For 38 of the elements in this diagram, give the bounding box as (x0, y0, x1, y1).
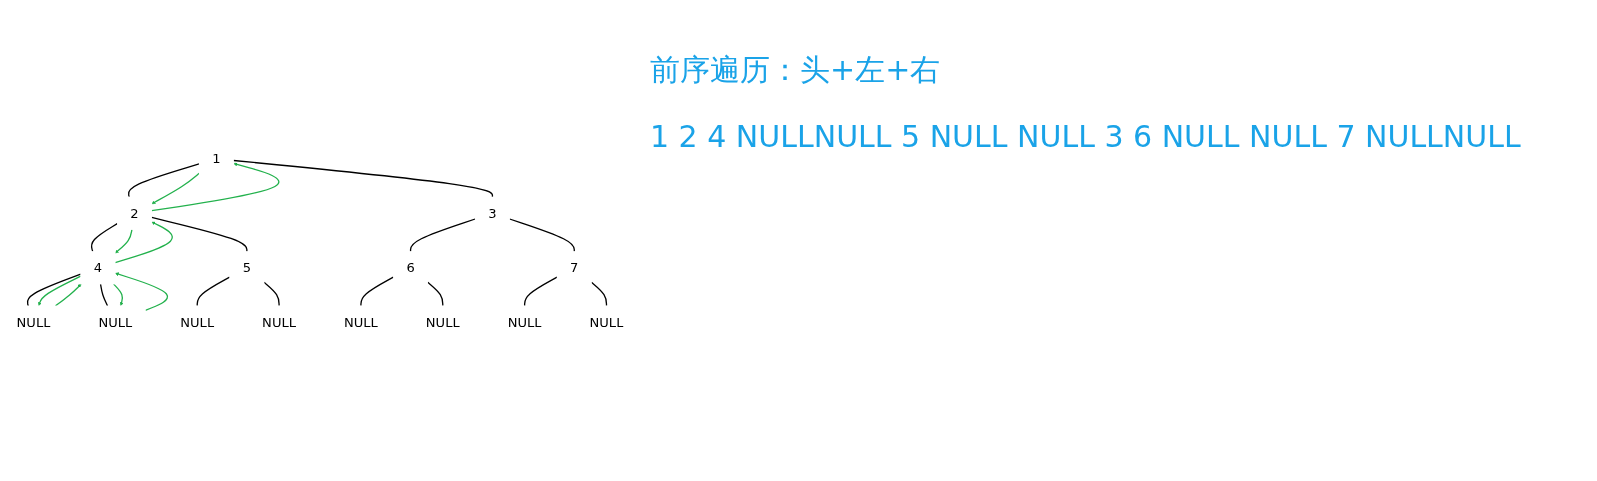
arrow (151, 172, 200, 204)
arrow (151, 162, 280, 212)
node-text: NULL (507, 314, 542, 330)
connector (151, 216, 248, 253)
arrow (115, 272, 169, 311)
connector (409, 218, 476, 253)
note-text: 1 2 4 NULLNULL 5 NULL NULL 3 6 NULL NULL 7 NULLNULL (650, 119, 1521, 154)
node-text: 2 (130, 205, 139, 221)
connector (523, 276, 558, 307)
connector (26, 273, 82, 307)
connector (509, 218, 575, 253)
connector (360, 276, 394, 307)
node-text: 6 (406, 260, 415, 276)
connector (232, 159, 494, 198)
connector (90, 222, 118, 253)
connector (127, 163, 200, 198)
arrow (38, 275, 82, 307)
node-text: NULL (180, 314, 215, 330)
connector (196, 276, 231, 307)
connector (590, 281, 608, 307)
arrow (114, 221, 173, 264)
connector (99, 283, 109, 307)
arrow (54, 283, 82, 307)
arrow (115, 228, 133, 254)
node-text: 5 (242, 260, 252, 276)
arrow (112, 283, 124, 307)
node-text: NULL (343, 314, 378, 330)
node-text: NULL (425, 314, 460, 330)
connector (427, 281, 444, 307)
connector (263, 281, 280, 307)
node-text: 1 (212, 151, 221, 167)
node-text: 3 (488, 205, 497, 221)
node-text: NULL (589, 314, 624, 330)
node-text: NULL (16, 314, 51, 330)
note-text: 前序遍历：头+左+右 (650, 51, 941, 89)
node-text: NULL (98, 314, 133, 330)
node-text: 7 (570, 260, 579, 276)
node-text: NULL (262, 314, 297, 330)
